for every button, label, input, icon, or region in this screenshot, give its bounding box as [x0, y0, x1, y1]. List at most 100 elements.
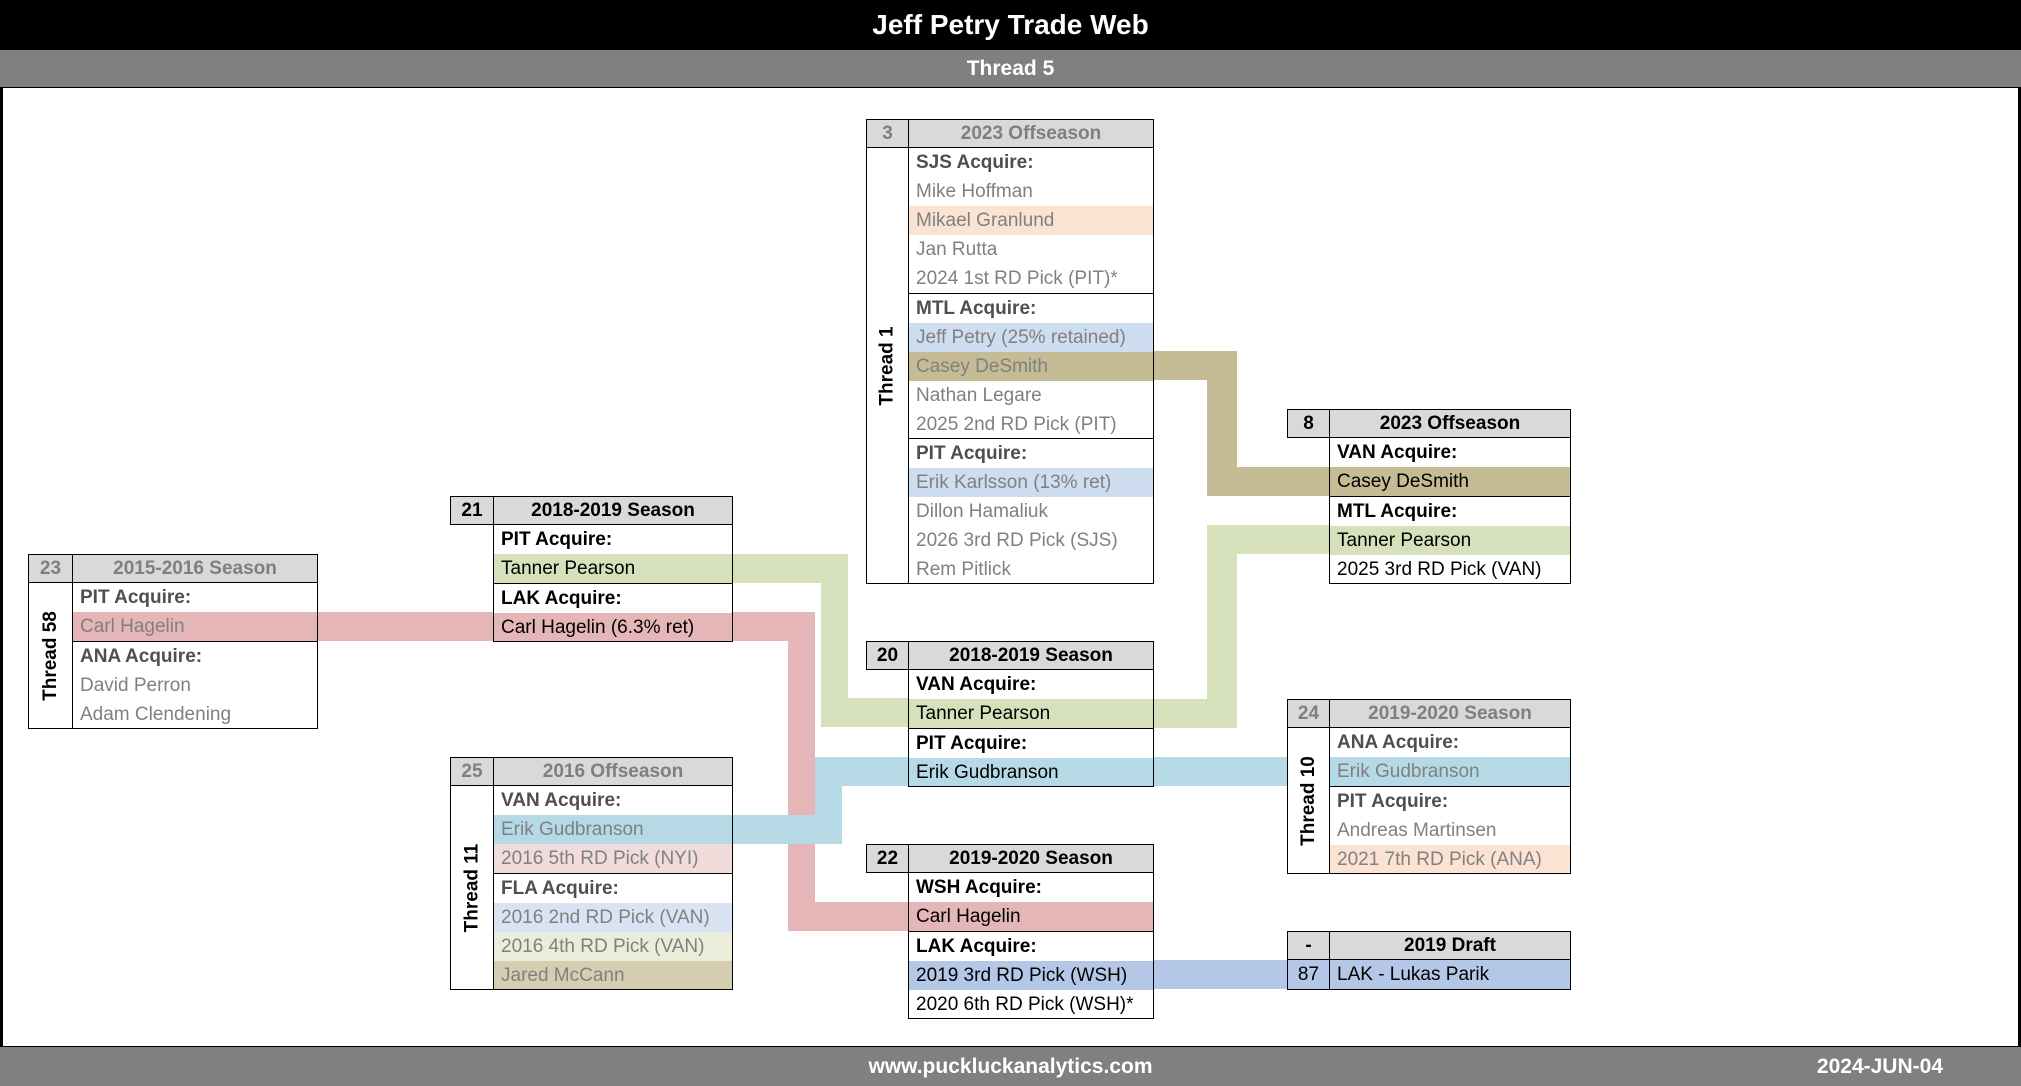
- acquire-label: ANA Acquire:: [80, 646, 203, 667]
- footer-bar: www.puckluckanalytics.com 2024-JUN-04: [0, 1046, 2021, 1086]
- box-23-number: 23: [28, 554, 73, 583]
- box-draft-2019-number: -: [1287, 931, 1330, 960]
- acquire-group: PIT Acquire: Andreas Martinsen 2021 7th RD…: [1330, 786, 1570, 873]
- ribbon-carl-hagelin: [788, 612, 815, 931]
- acquire-group: MTL Acquire: Jeff Petry (25% retained)Cas…: [909, 293, 1153, 438]
- box-8-season-header: 2023 Offseason: [1329, 409, 1571, 438]
- ribbon-tanner-pearson: [1207, 525, 1237, 728]
- acquire-group: VAN Acquire: Tanner Pearson: [909, 670, 1153, 728]
- asset-row: 2025 2nd RD Pick (PIT): [916, 414, 1117, 435]
- asset-row: Mike Hoffman: [916, 181, 1033, 202]
- box-22-season-header: 2019-2020 Season: [908, 844, 1154, 873]
- box-20-number: 20: [866, 641, 909, 670]
- acquire-label: LAK Acquire:: [916, 936, 1037, 957]
- asset-row: 2016 4th RD Pick (VAN): [494, 932, 732, 961]
- draft-pick-row: LAK - Lukas Parik: [1337, 964, 1490, 985]
- box-23-season-header: 2015-2016 Season: [72, 554, 318, 583]
- acquire-group: ANA Acquire:Erik Gudbranson: [1330, 728, 1570, 786]
- ribbon-carl-hagelin: [318, 612, 493, 641]
- acquire-label: MTL Acquire:: [916, 298, 1037, 319]
- asset-row: Rem Pitlick: [916, 559, 1012, 580]
- acquire-group: LAK Acquire: Carl Hagelin (6.3% ret): [494, 583, 732, 641]
- acquire-label: PIT Acquire:: [916, 443, 1028, 464]
- acquire-label: VAN Acquire:: [1337, 442, 1458, 463]
- asset-row: Carl Hagelin: [73, 612, 317, 641]
- footer-date: 2024-JUN-04: [1816, 1054, 1943, 1078]
- acquire-group: LAK Acquire: 2019 3rd RD Pick (WSH) 2020 6…: [909, 931, 1153, 1018]
- box-draft-2019-pick-number: 87: [1287, 959, 1330, 990]
- asset-row: 2020 6th RD Pick (WSH)*: [916, 994, 1134, 1015]
- acquire-label: MTL Acquire:: [1337, 501, 1458, 522]
- acquire-group: MTL Acquire: Tanner Pearson 2025 3rd RD Pi…: [1330, 496, 1570, 583]
- asset-row: Erik Gudbranson: [909, 758, 1153, 786]
- thread-label-text: Thread 58: [39, 610, 61, 701]
- acquire-label: PIT Acquire:: [501, 529, 613, 550]
- box-3-thread-label: Thread 1: [866, 147, 909, 584]
- acquire-label: FLA Acquire:: [501, 878, 619, 899]
- box-24-season-header: 2019-2020 Season: [1329, 699, 1571, 728]
- acquire-group: PIT Acquire:Erik Gudbranson: [909, 728, 1153, 786]
- thread-label-text: Thread 11: [461, 843, 482, 932]
- asset-row: Dillon Hamaliuk: [916, 501, 1048, 522]
- box-24-thread-label: Thread 10: [1287, 727, 1330, 874]
- asset-row: Erik Gudbranson: [494, 815, 732, 844]
- asset-row: Casey DeSmith: [909, 352, 1153, 381]
- ribbon-tanner-pearson: [1207, 525, 1330, 554]
- box-3-number: 3: [866, 119, 909, 148]
- asset-row: 2021 7th RD Pick (ANA): [1330, 845, 1570, 873]
- title-bar: Jeff Petry Trade Web: [0, 0, 2021, 50]
- box-25-number: 25: [450, 757, 494, 786]
- ribbon-tanner-pearson: [821, 698, 908, 727]
- asset-row: Nathan Legare: [916, 385, 1042, 406]
- asset-row: Casey DeSmith: [1330, 467, 1570, 496]
- thread-bar: Thread 5: [0, 50, 2021, 88]
- ribbon-erik-gudbranson: [815, 757, 908, 786]
- acquire-group: PIT Acquire:Carl Hagelin: [73, 583, 317, 641]
- asset-row: Erik Gudbranson: [1330, 757, 1570, 786]
- asset-row: 2025 3rd RD Pick (VAN): [1337, 559, 1542, 580]
- box-24-number: 24: [1287, 699, 1330, 728]
- acquire-label: SJS Acquire:: [916, 152, 1034, 173]
- acquire-group: PIT Acquire:Erik Karlsson (13% ret)Dillo…: [909, 438, 1153, 583]
- asset-row: Tanner Pearson: [1330, 526, 1570, 555]
- acquire-label: VAN Acquire:: [916, 674, 1037, 695]
- asset-row: Carl Hagelin (6.3% ret): [494, 613, 732, 641]
- acquire-label: LAK Acquire:: [501, 588, 622, 609]
- asset-row: Jan Rutta: [916, 239, 998, 260]
- acquire-label: VAN Acquire:: [501, 790, 622, 811]
- acquire-group: PIT Acquire:Tanner Pearson: [494, 525, 732, 583]
- ribbon-casey-desmith: [1207, 467, 1330, 496]
- asset-row: 2026 3rd RD Pick (SJS): [916, 530, 1118, 551]
- acquire-label: PIT Acquire:: [1337, 791, 1449, 812]
- asset-row: 2019 3rd RD Pick (WSH): [909, 961, 1153, 990]
- ribbon-2019-3rd-rd-pick: [1154, 960, 1287, 989]
- box-20-season-header: 2018-2019 Season: [908, 641, 1154, 670]
- asset-row: Tanner Pearson: [909, 699, 1153, 728]
- asset-row: Jeff Petry (25% retained): [909, 323, 1153, 352]
- asset-row: Andreas Martinsen: [1337, 820, 1497, 841]
- asset-row: 2024 1st RD Pick (PIT)*: [916, 268, 1118, 289]
- box-8-number: 8: [1287, 409, 1330, 438]
- acquire-label: WSH Acquire:: [916, 877, 1042, 898]
- box-25-thread-label: Thread 11: [450, 785, 494, 990]
- box-3-season-header: 2023 Offseason: [908, 119, 1154, 148]
- asset-row: 2016 5th RD Pick (NYI): [494, 844, 732, 873]
- thread-label-text: Thread 10: [1297, 755, 1319, 846]
- asset-row: Adam Clendening: [80, 704, 232, 725]
- box-22-number: 22: [866, 844, 909, 873]
- box-23-thread-label: Thread 58: [28, 582, 73, 729]
- ribbon-carl-hagelin: [788, 902, 908, 931]
- box-draft-2019-body: LAK - Lukas Parik: [1329, 959, 1571, 990]
- box-25-season-header: 2016 Offseason: [493, 757, 733, 786]
- thread-label-text: Thread 1: [876, 325, 898, 406]
